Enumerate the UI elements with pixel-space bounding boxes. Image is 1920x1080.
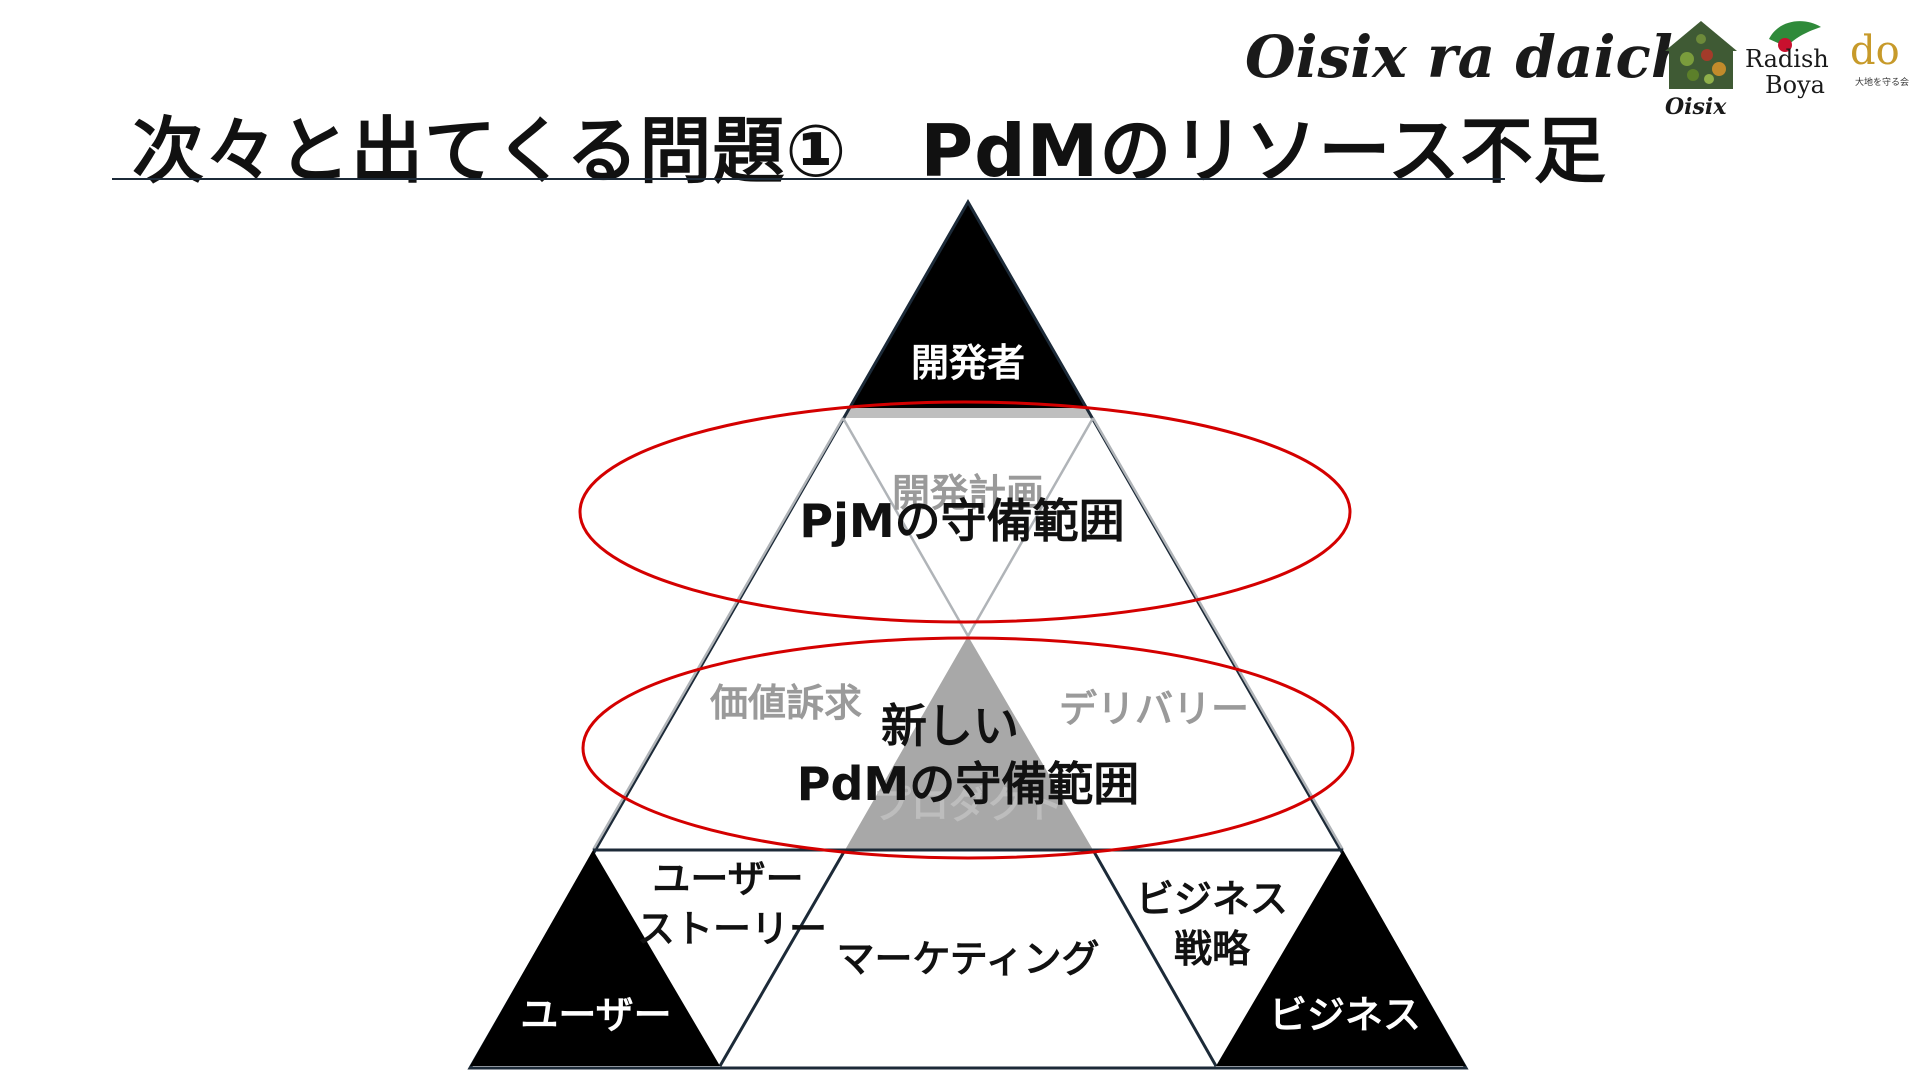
center-triangle bbox=[845, 636, 1093, 850]
label-value-appeal: 価値訴求 bbox=[709, 681, 862, 725]
bottom-lines bbox=[593, 848, 1343, 1067]
label-pjm-scope: PjMの守備範囲 bbox=[799, 494, 1124, 548]
label-new-pdm-line1: 新しい bbox=[881, 699, 1019, 753]
label-user-story-line1: ユーザー bbox=[652, 857, 803, 901]
pjm-scope-ellipse bbox=[578, 400, 1352, 624]
inner-lines bbox=[591, 417, 1345, 851]
label-user-story-line2: ストーリー bbox=[637, 907, 827, 951]
label-dev-plan: 開発計画 bbox=[892, 471, 1044, 515]
brand-logos: Oisix ra daichi Oisix Radish Boya do 大地を… bbox=[1245, 15, 1910, 119]
label-delivery: デリバリー bbox=[1059, 687, 1249, 731]
label-new-pdm-line2: PdMの守備範囲 bbox=[797, 757, 1139, 811]
label-biz-strategy-line1: ビジネス bbox=[1136, 877, 1288, 921]
logo-radish-line1: Radish bbox=[1745, 45, 1829, 73]
corner-triangle-right bbox=[1216, 850, 1466, 1066]
label-marketing: マーケティング bbox=[837, 937, 1100, 981]
logo-radish-line2: Boya bbox=[1765, 71, 1825, 99]
radish-leaf-icon bbox=[1769, 21, 1821, 52]
label-biz-strategy-line2: 戦略 bbox=[1174, 927, 1251, 971]
pdm-scope-ellipse bbox=[581, 636, 1355, 860]
logo-oisix-text: Oisix bbox=[1665, 94, 1727, 120]
label-developer: 開発者 bbox=[911, 341, 1025, 385]
corner-triangle-left bbox=[470, 850, 720, 1066]
logo-do: do bbox=[1850, 28, 1900, 74]
label-product: プロダクト bbox=[873, 783, 1063, 827]
oisix-house-logo-icon bbox=[1665, 21, 1737, 89]
logo-oisix-ra-daichi: Oisix ra daichi bbox=[1245, 23, 1716, 91]
top-band bbox=[843, 408, 1093, 418]
label-business-corner: ビジネス bbox=[1269, 993, 1421, 1037]
corner-triangle-top bbox=[848, 202, 1088, 408]
title-rule bbox=[112, 178, 1505, 180]
label-user-corner: ユーザー bbox=[520, 993, 671, 1037]
pyramid-outline bbox=[467, 198, 1469, 1070]
logo-do-subtitle: 大地を守る会 bbox=[1855, 78, 1910, 88]
